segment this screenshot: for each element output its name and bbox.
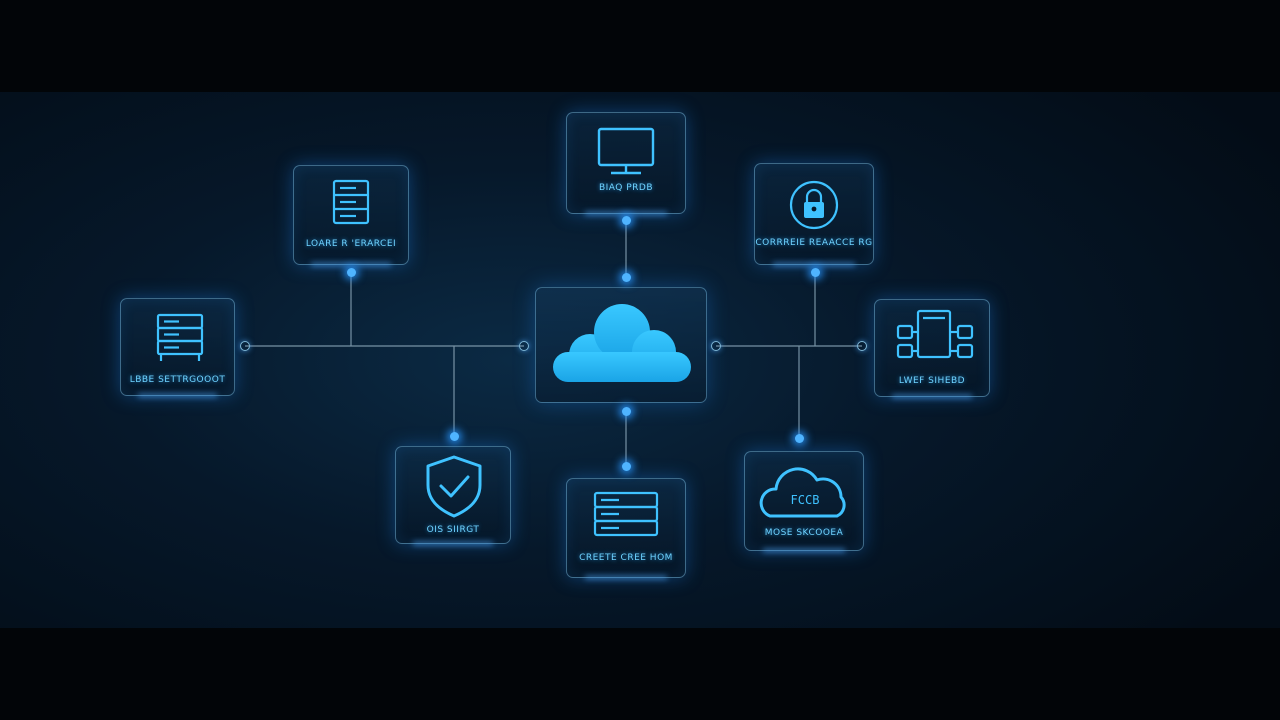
server-rack-icon xyxy=(156,313,204,361)
monitor-icon xyxy=(597,127,655,175)
node-label: LWEF SIHEBD xyxy=(898,376,966,386)
database-icon xyxy=(593,491,659,537)
junction-dot xyxy=(346,267,356,277)
shield-check-icon xyxy=(426,455,482,518)
node-label: CORRREIE REAACCE RG xyxy=(755,238,873,248)
server-rack-icon xyxy=(332,179,370,225)
node-label: BIAQ PRDB xyxy=(598,183,654,193)
cloud-icon xyxy=(553,304,691,382)
junction-dot xyxy=(794,433,804,443)
junction-dot xyxy=(621,272,631,282)
connector-ring xyxy=(711,341,721,351)
connector-ring xyxy=(240,341,250,351)
junction-dot xyxy=(810,267,820,277)
network-icon xyxy=(896,309,974,359)
junction-dot xyxy=(621,406,631,416)
node-database[interactable]: CREETE CREE HOM xyxy=(566,478,686,578)
node-label: MOSE SKCOOEA xyxy=(764,528,844,538)
cloud-storage-icon: FCCB xyxy=(759,467,846,518)
connector-ring xyxy=(857,341,867,351)
node-label: LOARE R 'ERARCEI xyxy=(305,239,397,249)
node-server-left[interactable]: LBBE SETTRGOOOT xyxy=(120,298,235,396)
node-server-top-left[interactable]: LOARE R 'ERARCEI xyxy=(293,165,409,265)
node-label: LBBE SETTRGOOOT xyxy=(129,375,226,385)
lock-icon xyxy=(789,180,839,230)
junction-dot xyxy=(621,215,631,225)
node-network[interactable]: LWEF SIHEBD xyxy=(874,299,990,397)
cloud-storage-icon-text: FCCB xyxy=(791,493,820,507)
node-label: OIS SIIRGT xyxy=(426,525,480,535)
node-lock[interactable]: CORRREIE REAACCE RG xyxy=(754,163,874,265)
node-monitor[interactable]: BIAQ PRDB xyxy=(566,112,686,214)
connector-ring xyxy=(519,341,529,351)
node-shield[interactable]: OIS SIIRGT xyxy=(395,446,511,544)
junction-dot xyxy=(621,461,631,471)
cloud-hub[interactable] xyxy=(535,287,707,403)
junction-dot xyxy=(449,431,459,441)
node-label: CREETE CREE HOM xyxy=(579,553,673,563)
node-cloud-storage[interactable]: FCCB MOSE SKCOOEA xyxy=(744,451,864,551)
